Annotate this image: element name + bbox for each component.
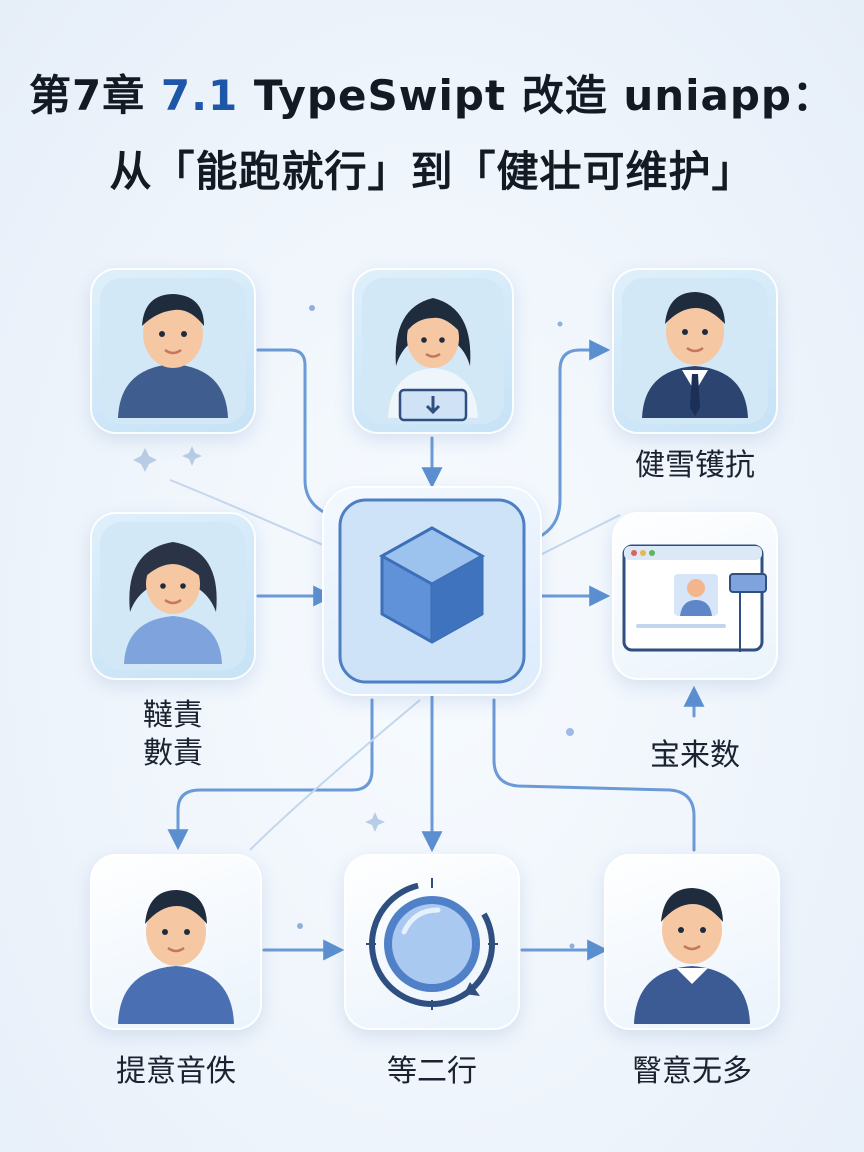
node-top-middle[interactable] — [352, 268, 514, 434]
section-number: 7.1 — [160, 71, 239, 120]
node-middle-left[interactable] — [90, 512, 256, 680]
node-top-left[interactable] — [90, 268, 256, 434]
node-bottom-middle[interactable] — [344, 854, 520, 1030]
chapter-label: 第7章 — [29, 71, 146, 120]
arrow-top-left-to-center — [256, 348, 332, 517]
page-title-line2: 从「能跑就行」到「健壮可维护」 — [109, 147, 755, 196]
arrow-center-to-bottom-left — [167, 698, 374, 851]
node-bottom-right[interactable] — [604, 854, 780, 1030]
title-text: TypeSwipt 改造 uniapp： — [253, 71, 835, 120]
cube-icon — [378, 526, 486, 644]
node-bottom-left[interactable] — [90, 854, 262, 1030]
arrow-center-to-bottom-right — [492, 698, 696, 852]
page-title-line1: 第7章 7.1 TypeSwipt 改造 uniapp： — [0, 62, 864, 123]
label-middle-right: 宝来数 — [650, 738, 740, 773]
arrow-center-to-top-right — [530, 339, 611, 542]
sparkle-icon — [133, 446, 385, 832]
node-top-right[interactable] — [612, 268, 778, 434]
node-middle-right[interactable] — [612, 512, 778, 680]
laptop-icon — [398, 388, 468, 422]
label-bottom-middle: 等二行 — [387, 1054, 477, 1089]
label-bottom-right: 瞖意无多 — [632, 1054, 752, 1089]
label-middle-left-1: 韃責 — [143, 698, 203, 733]
node-center[interactable] — [322, 486, 542, 696]
label-bottom-left: 提意音佚 — [116, 1054, 236, 1089]
progress-ring-icon — [366, 878, 498, 1010]
browser-window-icon — [622, 544, 767, 652]
label-top-right: 健雪镬抗 — [635, 448, 755, 483]
label-middle-left-2: 數責 — [143, 736, 203, 771]
